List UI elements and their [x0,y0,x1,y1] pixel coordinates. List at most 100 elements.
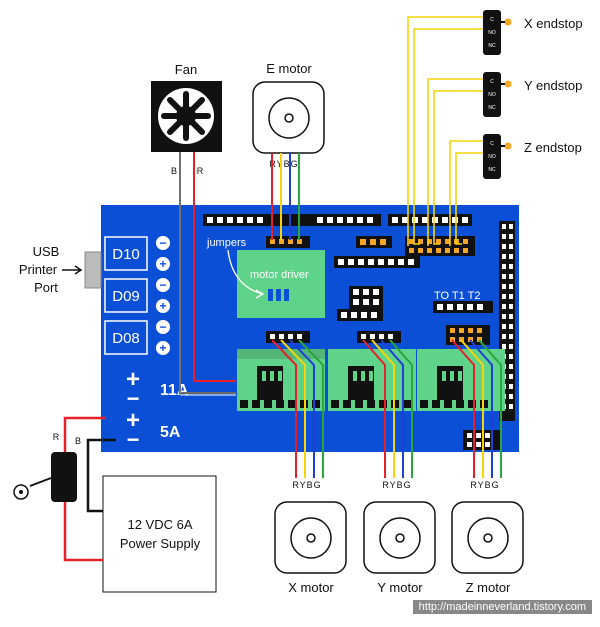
jumpers-label: jumpers [206,237,247,249]
header-pin [502,304,506,309]
svg-text:NC: NC [488,167,496,173]
x-motor-wires [271,339,324,478]
z-motor [451,501,524,574]
svg-text:NC: NC [488,105,496,111]
power-5a-plus: + [126,407,140,434]
svg-text:NO: NO [488,92,496,98]
fan [151,81,222,152]
svg-text:−: − [159,278,166,292]
x-motor-label: X motor [288,580,334,595]
header-pin [502,344,506,349]
svg-text:C: C [490,79,494,85]
svg-text:C: C [490,17,494,23]
aux-header-1 [356,236,392,248]
x-motor [274,501,347,574]
e-driver-jumpers [268,289,289,301]
usb-arrow [62,265,83,275]
endstop-header [405,236,475,256]
header-pin [502,314,506,319]
header-pin [509,284,513,289]
z-motor-label: Z motor [466,580,511,595]
output-d08: D08 − + [104,320,170,355]
header-pin [509,294,513,299]
power-11a-minus: − [127,386,140,411]
svg-text:NO: NO [488,30,496,36]
svg-text:NO: NO [488,154,496,160]
header-pin [502,334,506,339]
header-pin [509,264,513,269]
top-header-right [388,214,472,226]
header-pin [502,294,506,299]
y-motor-driver [328,331,416,411]
output-d09: D09 − + [104,278,170,313]
header-pin [509,404,513,409]
header-pin [502,324,506,329]
usb-label-line2: Printer [19,262,58,277]
power-wire-b-label: B [75,436,81,446]
z-endstop: C NO NC [483,134,512,179]
header-pin [509,234,513,239]
z-motor-wire-labels: RYBG [470,480,499,490]
fan-wire-r-label: R [197,166,204,176]
power-switch [13,452,77,502]
header-pin [502,254,506,259]
power-supply-line2: Power Supply [120,536,201,551]
e-motor-label: E motor [266,61,312,76]
svg-text:NC: NC [488,43,496,49]
y-motor-label: Y motor [377,580,423,595]
x-endstop: C NO NC [483,10,512,55]
header-pin [502,264,506,269]
jumpers-arrow [227,249,263,295]
e-motor-wire-labels: RYBG [269,159,298,169]
e-motor-driver [237,250,325,318]
svg-text:C: C [490,141,494,147]
header-pin [509,324,513,329]
header-pin [509,254,513,259]
power-wire-black [86,438,116,513]
fan-wire-red [193,152,236,382]
z-motor-wires [451,339,502,478]
power-supply [102,475,217,593]
x-endstop-label: X endstop [524,16,583,31]
header-pin [509,314,513,319]
header-pin [509,344,513,349]
endstops: C NO NC X endstop C NO NC Y endstop C NO… [483,10,583,179]
header-pin [502,234,506,239]
power-supply-line1: 12 VDC 6A [127,517,192,532]
endstop-wires [407,16,483,246]
header-pin [509,354,513,359]
header-pin [509,244,513,249]
y-motor-wire-labels: RYBG [382,480,411,490]
header-pin [502,284,506,289]
header-pin [509,274,513,279]
svg-text:D09: D09 [112,288,140,305]
e-motor-wires [271,153,300,240]
header-pin [502,224,506,229]
svg-text:D08: D08 [112,330,140,347]
svg-text:+: + [159,341,166,355]
watermark-url: http://madeinneverland.tistory.com [412,600,592,614]
svg-text:+: + [159,257,166,271]
aux-header-3 [349,286,383,310]
y-endstop-label: Y endstop [524,78,582,93]
header-pin [509,364,513,369]
header-pin [509,374,513,379]
y-endstop: C NO NC [483,72,512,117]
top-header-left [203,214,381,226]
header-pin [509,384,513,389]
header-pin [509,394,513,399]
temp-labels: TO T1 T2 [434,290,480,302]
header-pin [502,274,506,279]
output-d10: D10 − + [104,236,170,271]
usb-label-line1: USB [33,244,60,259]
fan-wire-b-label: B [171,166,177,176]
power-wire-r-label: R [53,432,60,442]
aux-header-2 [334,256,420,268]
usb-label-line3: Port [34,280,58,295]
svg-text:D10: D10 [112,246,140,263]
power-11a-label: 11A [160,382,189,399]
x-motor-driver [237,331,325,411]
temp-header [433,301,493,313]
y-motor [363,501,436,574]
